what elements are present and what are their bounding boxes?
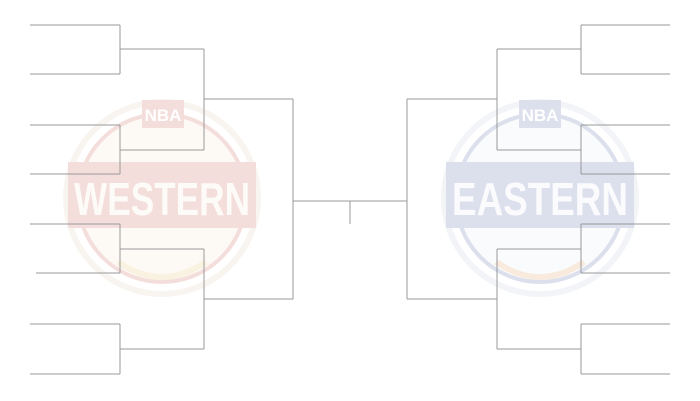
west-logo-banner [68, 162, 256, 228]
east-logo-main-text: EASTERN [452, 173, 628, 225]
east-logo-ring [441, 99, 639, 297]
eastern-bracket [350, 24, 670, 375]
east-logo-disc [454, 112, 626, 284]
west-logo-ring [63, 99, 261, 297]
east-logo-basketball-arc [494, 259, 586, 280]
west-logo-nba-text: NBA [145, 106, 182, 125]
east-logo-badge [519, 100, 561, 128]
west-logo-basketball-arc [116, 259, 208, 280]
west-logo-main-text: WESTERN [74, 173, 250, 225]
east-logo-nba-text: NBA [522, 106, 559, 125]
eastern-conference-logo: NBA EASTERN [441, 99, 639, 297]
western-bracket [30, 24, 350, 375]
western-conference-logo: NBA WESTERN [63, 99, 261, 297]
west-logo-badge [142, 100, 184, 128]
east-logo-banner [446, 162, 634, 228]
